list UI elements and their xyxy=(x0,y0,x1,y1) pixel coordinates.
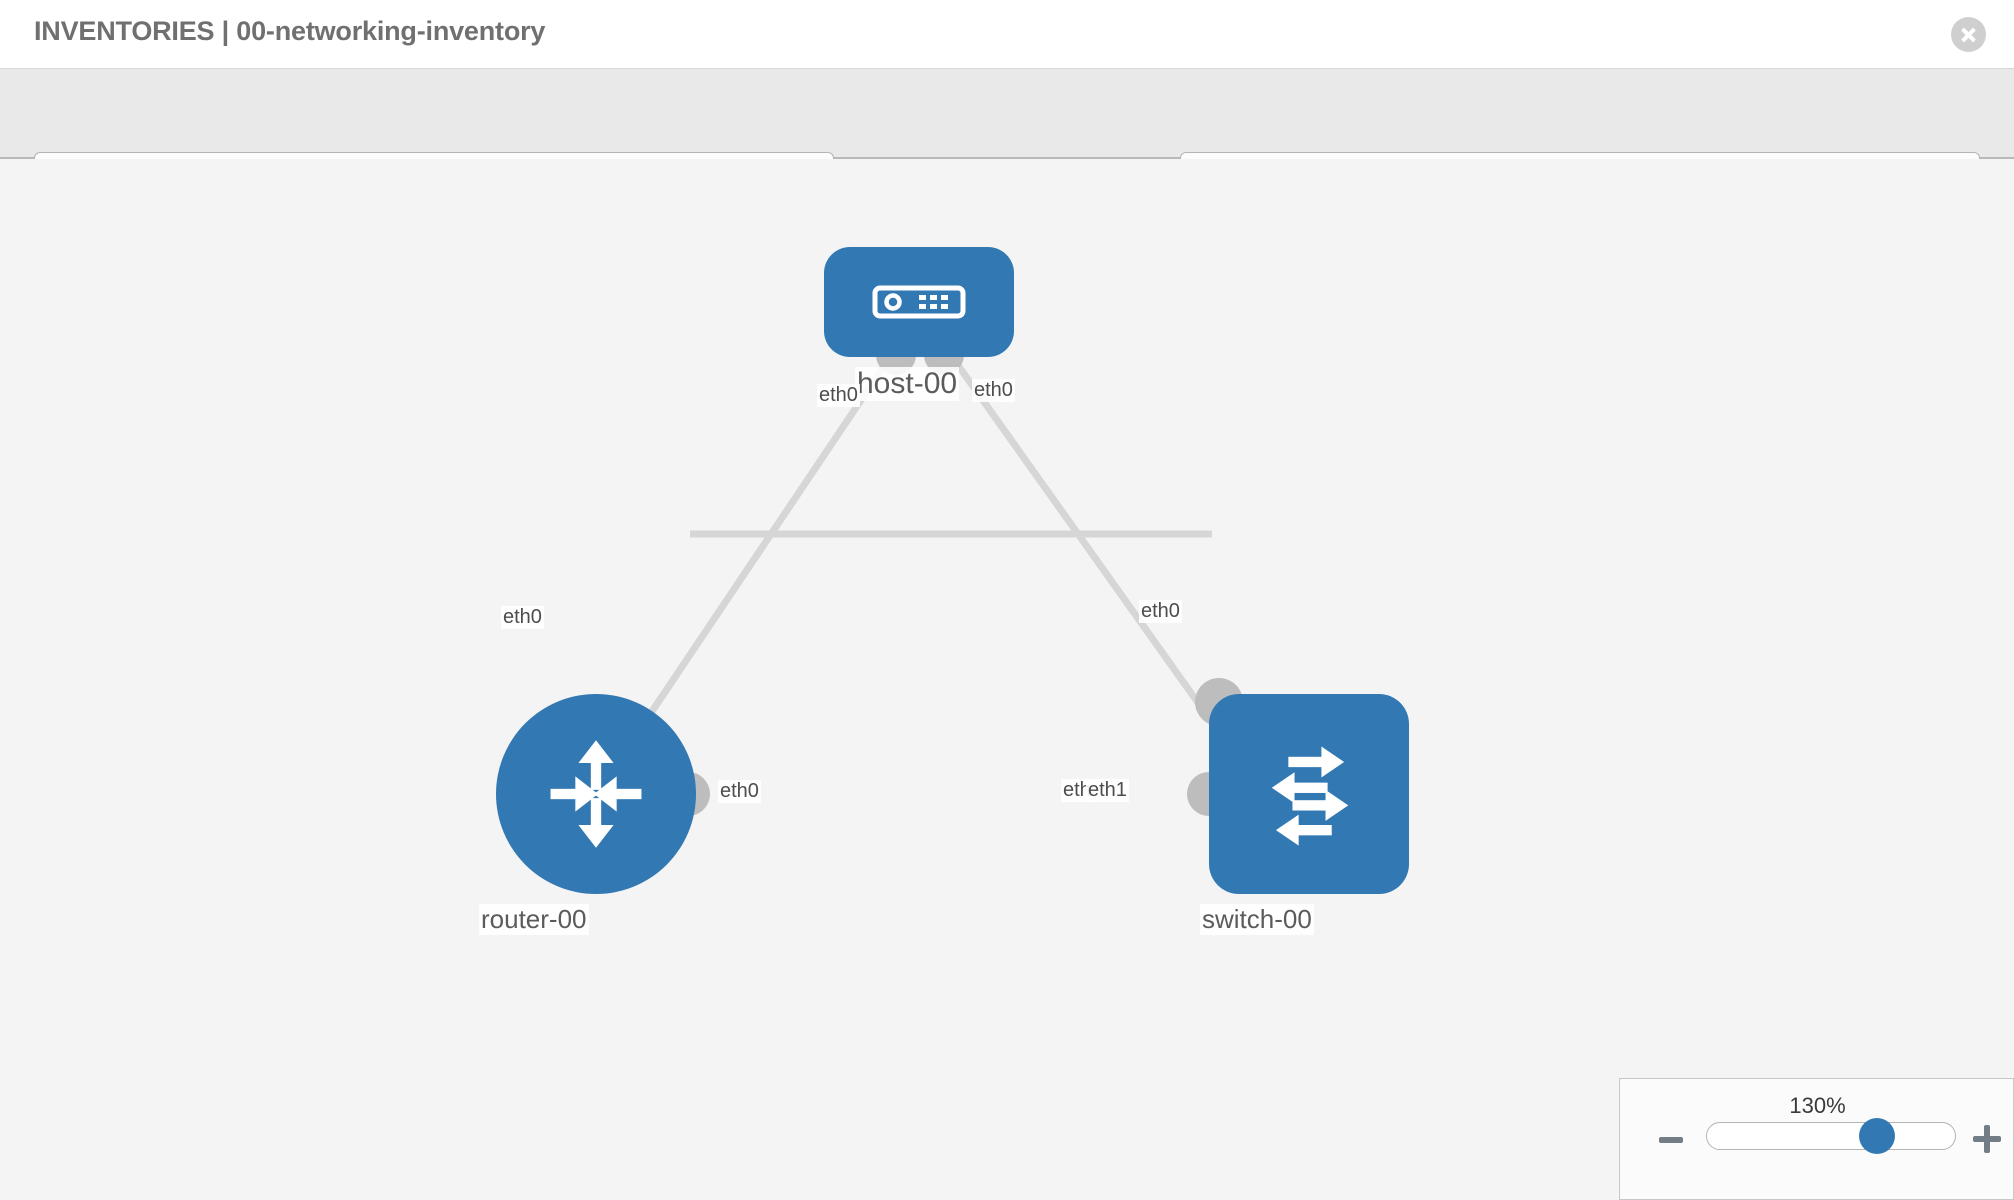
zoom-level-label: 130% xyxy=(1789,1093,1846,1118)
edge-label-router-eth0: eth0 xyxy=(718,780,761,803)
host-node-shape[interactable] xyxy=(824,247,1014,357)
edge-label-switch-eth1: eth1 xyxy=(1086,779,1129,802)
edge-label-switch-eth0-uplink: eth0 xyxy=(1139,600,1182,623)
plus-icon-vertical xyxy=(1984,1125,1990,1153)
edge-label-host-eth0-right: eth0 xyxy=(972,379,1015,402)
edge-label-switch-eth-overlap: eth xyxy=(1061,779,1093,802)
toolbar: ACTIONS SEARCH xyxy=(0,69,2014,204)
zoom-slider-thumb[interactable] xyxy=(1859,1118,1895,1154)
node-label-switch-00: switch-00 xyxy=(1200,904,1314,935)
minus-icon[interactable] xyxy=(1659,1137,1683,1143)
page-header: INVENTORIES | 00-networking-inventory xyxy=(0,0,2014,69)
close-icon[interactable] xyxy=(1951,17,1986,52)
switch-node-shape[interactable] xyxy=(1209,694,1409,894)
edge-host-switch xyxy=(947,351,1241,762)
node-label-host-00: host-00 xyxy=(855,367,960,401)
edge-host-router xyxy=(617,352,895,761)
switch-arrows-icon xyxy=(1271,746,1349,846)
plus-icon[interactable] xyxy=(1973,1125,2001,1153)
topology-edges xyxy=(617,351,1241,762)
router-arrows-icon xyxy=(550,740,642,848)
zoom-control-panel: 130% xyxy=(1619,1078,2014,1200)
router-node-shape[interactable] xyxy=(496,694,696,894)
edge-label-host-eth0-left: eth0 xyxy=(817,384,860,407)
node-label-router-00: router-00 xyxy=(479,904,589,935)
zoom-slider[interactable] xyxy=(1706,1118,1956,1154)
topology-canvas[interactable]: host-00 eth0 eth0 xyxy=(0,159,2014,1200)
server-icon xyxy=(872,285,966,319)
page-title: INVENTORIES | 00-networking-inventory xyxy=(34,16,546,46)
edge-label-router-eth0-uplink: eth0 xyxy=(501,606,544,629)
